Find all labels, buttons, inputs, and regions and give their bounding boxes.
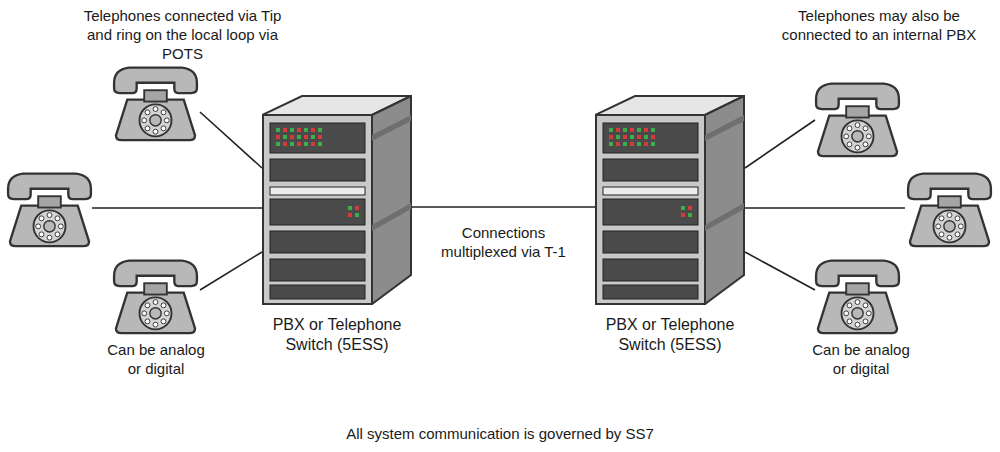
telephone-icon xyxy=(816,261,899,333)
telephone-icon xyxy=(8,174,91,246)
telephone-switch: PBX or Telephone Switch (5ESS) xyxy=(247,95,427,355)
telephone-icon xyxy=(114,68,197,140)
t1-trunk-line xyxy=(412,206,595,208)
telephone-icon xyxy=(114,261,197,333)
edge-label: Connections multiplexed via T-1 xyxy=(439,223,569,261)
annotation: Telephones connected via Tip and ring on… xyxy=(80,6,285,63)
switch-rack xyxy=(595,95,745,305)
local-loop-wire xyxy=(92,112,905,290)
telephone-switch: PBX or Telephone Switch (5ESS) xyxy=(580,95,760,355)
telephone-icon xyxy=(908,174,991,246)
annotation: Can be analog or digital xyxy=(805,340,917,378)
telephone-icon xyxy=(816,84,899,156)
switch-label: PBX or Telephone Switch (5ESS) xyxy=(580,315,760,355)
footer-note: All system communication is governed by … xyxy=(0,424,1000,443)
switch-label: PBX or Telephone Switch (5ESS) xyxy=(247,315,427,355)
switch-rack xyxy=(262,95,412,305)
annotation: Telephones may also be connected to an i… xyxy=(768,6,990,44)
annotation: Can be analog or digital xyxy=(100,340,212,378)
